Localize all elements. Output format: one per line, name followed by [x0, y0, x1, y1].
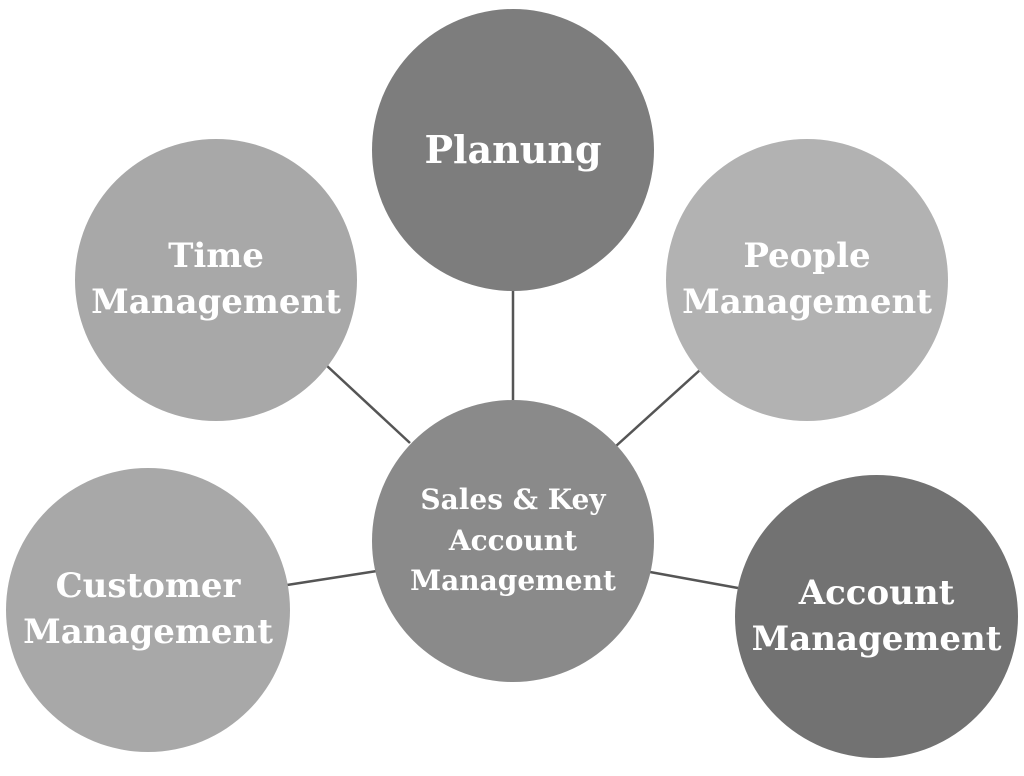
node-planung-label: Planung: [424, 127, 602, 173]
node-account-management: Account Management: [735, 475, 1018, 758]
node-time-line2: Management: [91, 282, 341, 322]
connector-customer: [286, 569, 378, 587]
node-center-line2: Account: [448, 523, 578, 557]
node-sales-key-account-management: Sales & Key Account Management: [372, 400, 654, 682]
node-account-line1: Account: [798, 572, 955, 613]
node-center-line3: Management: [410, 564, 616, 598]
node-customer-management: Customer Management: [6, 468, 290, 752]
connector-people: [615, 369, 701, 447]
node-people-line1: People: [743, 236, 871, 277]
connector-time: [325, 364, 411, 444]
node-account-line2: Management: [751, 618, 1002, 659]
node-people-line2: Management: [682, 282, 932, 322]
node-customer-line1: Customer: [55, 566, 241, 607]
node-customer-line2: Management: [23, 612, 273, 652]
connector-account: [649, 570, 739, 590]
node-people-management: People Management: [666, 139, 948, 421]
node-center-line1: Sales & Key: [420, 483, 606, 517]
node-planung: Planung: [372, 9, 654, 291]
node-time-management: Time Management: [75, 139, 357, 421]
node-time-line1: Time: [168, 236, 264, 277]
